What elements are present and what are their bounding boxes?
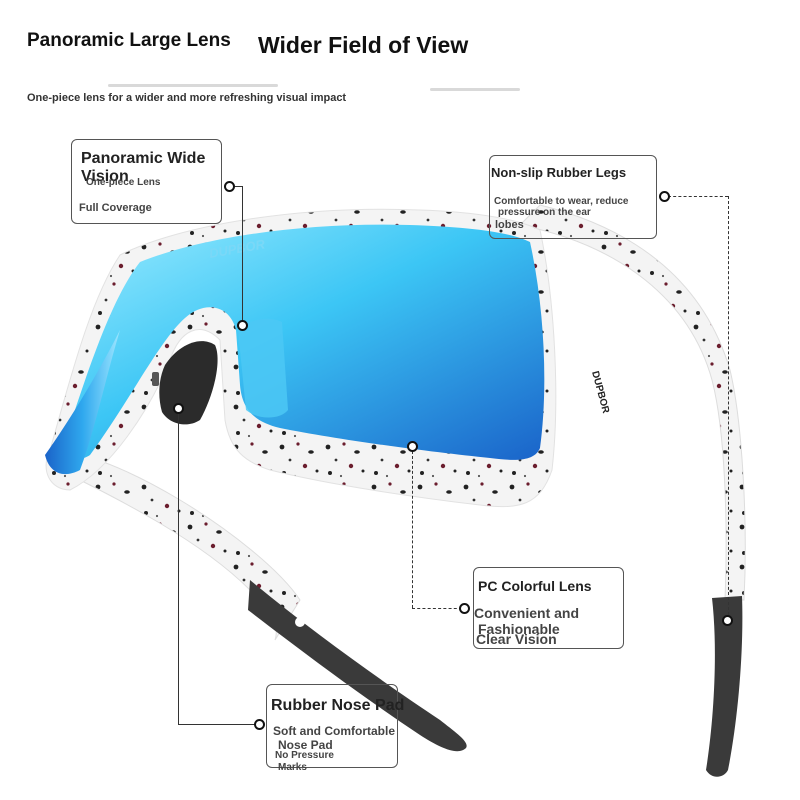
leader-line <box>668 196 728 197</box>
leader-line <box>233 186 243 187</box>
leader-line <box>412 608 462 609</box>
callout-nose-line: Soft and Comfortable <box>273 724 395 738</box>
callout-anchor-dot <box>254 719 265 730</box>
callout-lens-heading: PC Colorful Lens <box>478 578 592 594</box>
callout-panoramic-line: One-piece Lens <box>86 177 161 188</box>
callout-lens <box>473 567 624 649</box>
lens-window <box>238 318 288 418</box>
callout-nose <box>266 684 398 768</box>
callout-nose-line: Marks <box>278 762 307 773</box>
callout-nose-line: No Pressure <box>275 750 334 761</box>
smudge-mark <box>430 88 520 91</box>
main-lens <box>64 224 545 460</box>
leader-line <box>242 186 243 324</box>
callout-panoramic-line: Full Coverage <box>79 202 152 214</box>
right-temple-arm <box>518 204 746 601</box>
callout-anchor-dot <box>459 603 470 614</box>
leader-line <box>178 724 256 725</box>
callout-anchor-dot <box>659 191 670 202</box>
brand-logo-side: DUPBOR <box>589 370 611 415</box>
callout-anchor-dot <box>722 615 733 626</box>
callout-anchor-dot <box>224 181 235 192</box>
callout-anchor-dot <box>407 441 418 452</box>
callout-legs-heading: Non-slip Rubber Legs <box>491 165 627 180</box>
callout-legs <box>489 155 657 239</box>
callout-legs-line: lobes <box>495 219 524 231</box>
headline-part-1: Panoramic Large Lens <box>27 30 231 51</box>
callout-nose-line: Nose Pad <box>278 738 333 752</box>
headline-part-2: Wider Field of View <box>258 32 469 58</box>
callout-panoramic <box>71 139 222 224</box>
left-temple-arm <box>59 449 301 641</box>
right-temple-rubber <box>706 596 743 777</box>
callout-legs-line: pressure on the ear <box>498 207 591 218</box>
callout-legs-line: Comfortable to wear, reduce <box>494 196 629 207</box>
callout-anchor-dot <box>173 403 184 414</box>
hinge-mark <box>152 372 159 386</box>
callout-lens-line: Fashionable <box>478 621 560 637</box>
smudge-mark <box>108 84 278 87</box>
side-lens <box>45 330 120 475</box>
callout-anchor-dot <box>237 320 248 331</box>
callout-lens-line: Clear Vision <box>476 631 557 647</box>
temple-hole <box>295 617 305 627</box>
subtitle: One-piece lens for a wider and more refr… <box>27 92 347 104</box>
callout-panoramic-heading: Panoramic Wide Vision <box>81 150 206 185</box>
leader-line <box>178 412 179 724</box>
leader-line <box>412 451 413 608</box>
callout-nose-heading: Rubber Nose Pad <box>271 697 405 714</box>
callout-lens-line: Convenient and <box>474 605 580 621</box>
leader-line <box>728 196 729 620</box>
